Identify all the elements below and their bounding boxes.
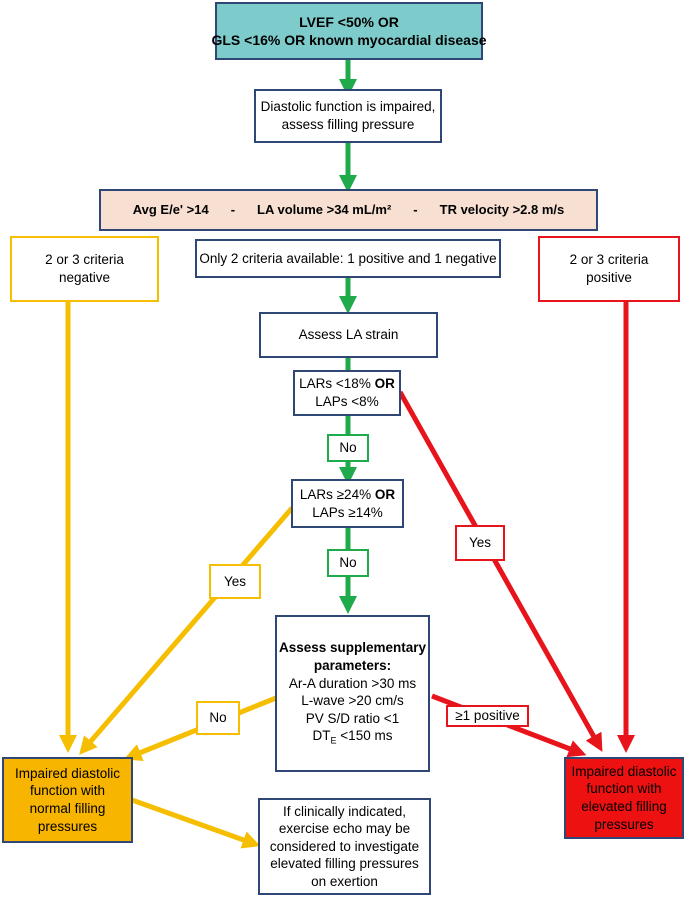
normal-filling-text: Impaired diastolic function with normal …: [14, 765, 121, 834]
negative-line-1: 2 or 3 criteria: [45, 252, 124, 268]
supplementary-dte: DTE <150 ms: [312, 728, 393, 746]
la-strain-box: Assess LA strain: [259, 312, 438, 358]
negative-box: 2 or 3 criteria negative: [10, 236, 159, 302]
yes-label-gold: Yes: [209, 564, 261, 599]
normal-filling-box: Impaired diastolic function with normal …: [2, 757, 133, 843]
supplementary-pv-sd: PV S/D ratio <1: [305, 710, 400, 726]
one-positive-label-text: ≥1 positive: [455, 708, 520, 724]
supplementary-l-wave: L-wave >20 cm/s: [301, 693, 404, 709]
negative-line-2: negative: [58, 270, 111, 285]
supplementary-title-1: Assess supplementary: [278, 640, 427, 656]
lar-18-line-1: LARs <18% OR: [299, 376, 395, 392]
arrow-normal-to-exercise: [131, 797, 261, 849]
no-label-2-text: No: [339, 555, 357, 571]
yes-label-gold-text: Yes: [223, 573, 247, 589]
only-two-criteria-text: Only 2 criteria available: 1 positive an…: [199, 250, 497, 266]
lar-18-line-2: LAPs <8%: [315, 394, 379, 409]
lar-24-line-1: LARs ≥24% OR: [299, 486, 396, 502]
supplementary-title-2: parameters:: [313, 657, 392, 673]
impaired-line-2: assess filling pressure: [281, 117, 415, 132]
no-label-1-text: No: [339, 440, 357, 456]
impaired-box: Diastolic function is impaired, assess f…: [254, 89, 442, 143]
elevated-filling-text: Impaired diastolic function with elevate…: [571, 763, 677, 832]
lar-24-line-2: LAPs ≥14%: [312, 504, 383, 520]
impaired-line-1: Diastolic function is impaired,: [260, 99, 436, 115]
criteria-box: Avg E/e' >14 - LA volume >34 mL/m² - TR …: [99, 189, 598, 231]
exercise-echo-box: If clinically indicated, exercise echo m…: [258, 798, 431, 895]
no-label-2: No: [327, 549, 369, 577]
no-label-gold: No: [196, 701, 240, 735]
start-line-1: LVEF <50% OR: [299, 13, 399, 30]
supplementary-box: Assess supplementary parameters: Ar-A du…: [275, 615, 430, 772]
arrow-lar24-to-normal: [79, 506, 294, 755]
supplementary-ar-a: Ar-A duration >30 ms: [288, 675, 417, 691]
elevated-filling-box: Impaired diastolic function with elevate…: [564, 757, 684, 839]
criteria-sep-2: -: [413, 201, 418, 217]
one-positive-label: ≥1 positive: [446, 705, 529, 727]
only-two-criteria-box: Only 2 criteria available: 1 positive an…: [195, 239, 501, 278]
positive-line-2: positive: [586, 270, 632, 285]
lar-24-box: LARs ≥24% OR LAPs ≥14%: [291, 479, 404, 528]
lar-18-box: LARs <18% OR LAPs <8%: [293, 370, 401, 416]
criteria-tr-velocity: TR velocity >2.8 m/s: [439, 201, 565, 217]
yes-label-red: Yes: [455, 525, 505, 561]
no-label-1: No: [327, 434, 369, 462]
exercise-echo-text: If clinically indicated, exercise echo m…: [269, 803, 420, 889]
yes-label-red-text: Yes: [468, 535, 492, 551]
la-strain-text: Assess LA strain: [298, 327, 399, 343]
start-line-2: GLS <16% OR known myocardial disease: [211, 32, 487, 48]
arrow-lar18-to-elevated: [397, 390, 603, 752]
criteria-sep-1: -: [230, 201, 236, 217]
criteria-ee: Avg E/e' >14: [132, 201, 209, 217]
no-label-gold-text: No: [209, 710, 227, 726]
start-box: LVEF <50% OR GLS <16% OR known myocardia…: [211, 2, 487, 60]
positive-box: 2 or 3 criteria positive: [538, 236, 680, 302]
criteria-la-volume: LA volume >34 mL/m²: [257, 201, 392, 217]
positive-line-1: 2 or 3 criteria: [569, 252, 649, 268]
